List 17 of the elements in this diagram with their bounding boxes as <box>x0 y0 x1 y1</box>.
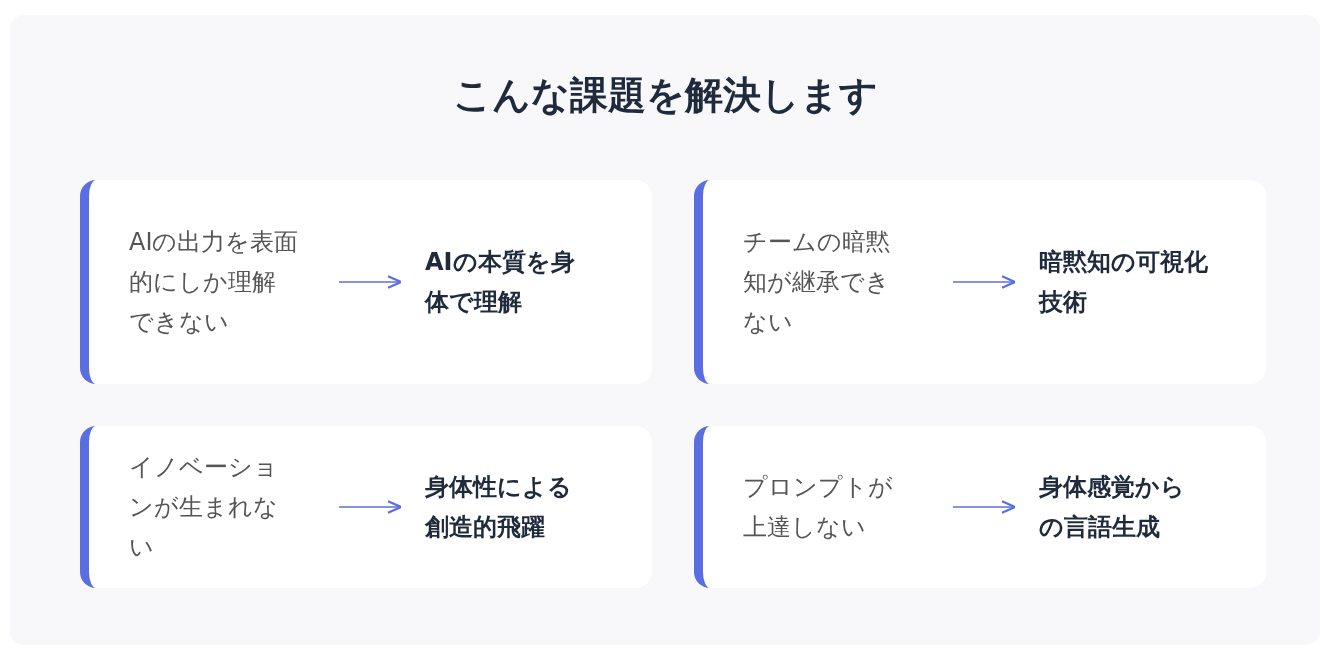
arrow <box>952 275 1017 289</box>
problem-text: チームの暗黙知が継承できない <box>743 222 953 342</box>
problem-text: AIの出力を表面的にしか理解できない <box>129 222 339 342</box>
card <box>80 180 652 384</box>
solution-text: AIの本質を身体で理解 <box>401 242 595 322</box>
card <box>694 426 1266 588</box>
problem-text: プロンプトが上達しない <box>743 467 953 547</box>
solution-text: 身体性による創造的飛躍 <box>401 467 595 547</box>
solution-text: 身体感覚からの言語生成 <box>1015 467 1209 547</box>
title: こんな課題を解決します <box>451 72 879 119</box>
solution-text: 暗黙知の可視化技術 <box>1015 242 1209 322</box>
arrow <box>338 500 403 514</box>
problem-text: イノベーションが生まれない <box>129 447 339 567</box>
card <box>694 180 1266 384</box>
arrow <box>338 275 403 289</box>
arrow <box>952 500 1017 514</box>
card <box>80 426 652 588</box>
